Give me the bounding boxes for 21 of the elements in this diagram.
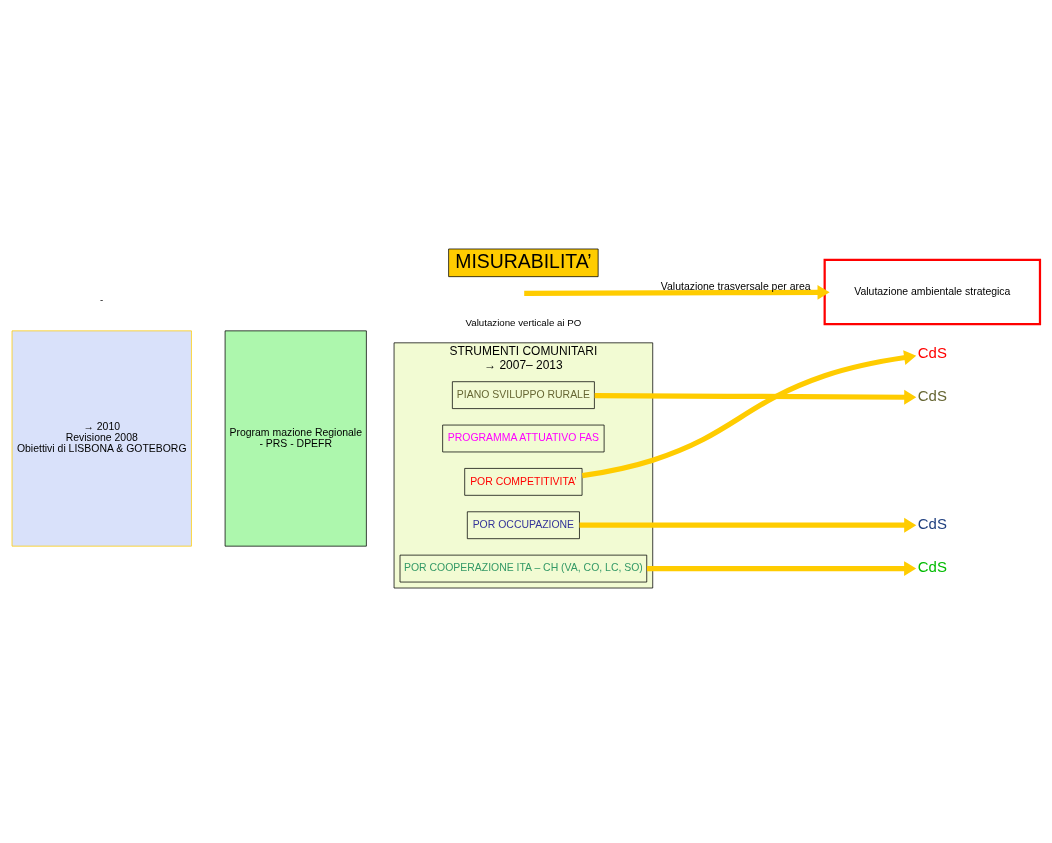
node-box: MISURABILITA’ [448,248,599,278]
arrow [579,517,917,533]
node-box: POR COMPETITIVITA’ [464,468,583,496]
node-text: CdS [917,558,947,576]
node-box: Valutazione ambientale strategica [823,258,1042,326]
node-text: CdS [917,387,947,405]
edge-label: Valutazione trasversale per area [660,280,811,292]
arrow [594,389,917,405]
arrow [524,285,830,300]
node-box: POR COOPERAZIONE ITA – CH (VA, CO, LC, SO) [399,554,648,583]
label: Valutazione verticale ai PO [465,316,582,328]
node-box: Program mazione Regionale - PRS - DPEFR [224,330,367,547]
node-box: PIANO SVILUPPO RURALE [452,381,595,409]
node-text: CdS [917,343,947,361]
node-box: POR OCCUPAZIONE [466,511,580,540]
node-box: PROGRAMMA ATTUATIVO FAS [442,424,605,453]
arrow [646,561,917,576]
node-box: → 2010 Revisione 2008 Obiettivi di LISBONA & GOTEBORG [11,330,192,547]
arrow [581,350,917,479]
label: - [100,294,104,306]
node-text: CdS [917,514,947,532]
